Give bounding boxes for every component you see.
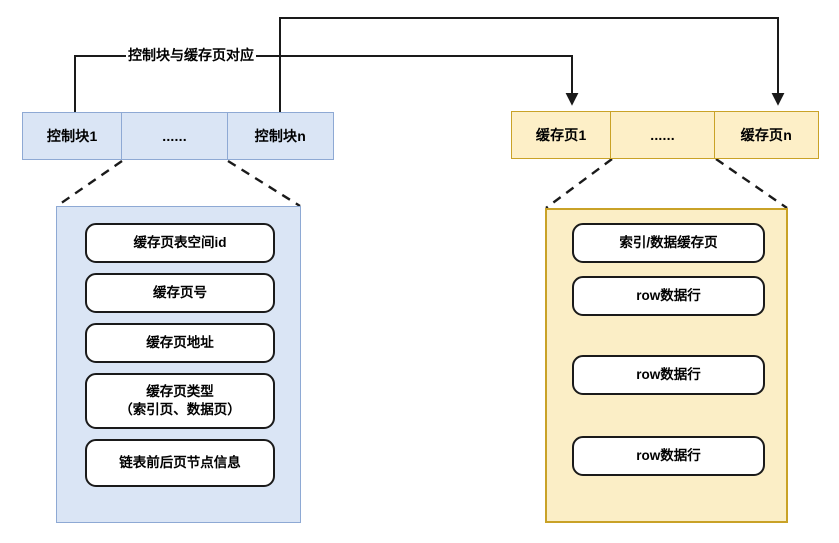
cache-page-row-3[interactable]: row数据行 [572,436,765,476]
cache-page-cell-1[interactable]: 缓存页1 [512,112,612,158]
cache-page-header-index-data-page[interactable]: 索引/数据缓存页 [572,223,765,263]
dashed-expansion-cache-page [545,158,788,209]
cache-page-strip[interactable]: 缓存页1 ...... 缓存页n [511,111,819,159]
control-block-field-page-type-line2: （索引页、数据页） [119,402,241,417]
control-block-field-tablespace-id[interactable]: 缓存页表空间id [85,223,275,263]
control-block-cell-ellipsis[interactable]: ...... [122,113,228,159]
control-block-strip[interactable]: 控制块1 ...... 控制块n [22,112,334,160]
control-block-field-page-type[interactable]: 缓存页类型 （索引页、数据页） [85,373,275,429]
control-block-cell-1[interactable]: 控制块1 [23,113,123,159]
control-block-field-page-number[interactable]: 缓存页号 [85,273,275,313]
control-block-field-page-type-line1: 缓存页类型 [146,383,214,399]
wire-control-n-to-cache-n [279,17,785,112]
relation-label: 控制块与缓存页对应 [126,45,256,65]
control-block-detail-panel: 缓存页表空间id 缓存页号 缓存页地址 缓存页类型 （索引页、数据页） 链表前后… [56,206,301,523]
dashed-expansion-control-block [56,159,301,208]
control-block-field-page-address[interactable]: 缓存页地址 [85,323,275,363]
control-block-field-linked-list-nodes[interactable]: 链表前后页节点信息 [85,439,275,487]
control-block-cell-n[interactable]: 控制块n [254,128,307,144]
cache-page-detail-panel: 索引/数据缓存页 row数据行 row数据行 row数据行 [545,208,788,523]
cache-page-row-2[interactable]: row数据行 [572,355,765,395]
cache-page-row-1[interactable]: row数据行 [572,276,765,316]
cache-page-cell-ellipsis[interactable]: ...... [611,112,715,158]
cache-page-cell-n[interactable]: 缓存页n [740,127,793,143]
